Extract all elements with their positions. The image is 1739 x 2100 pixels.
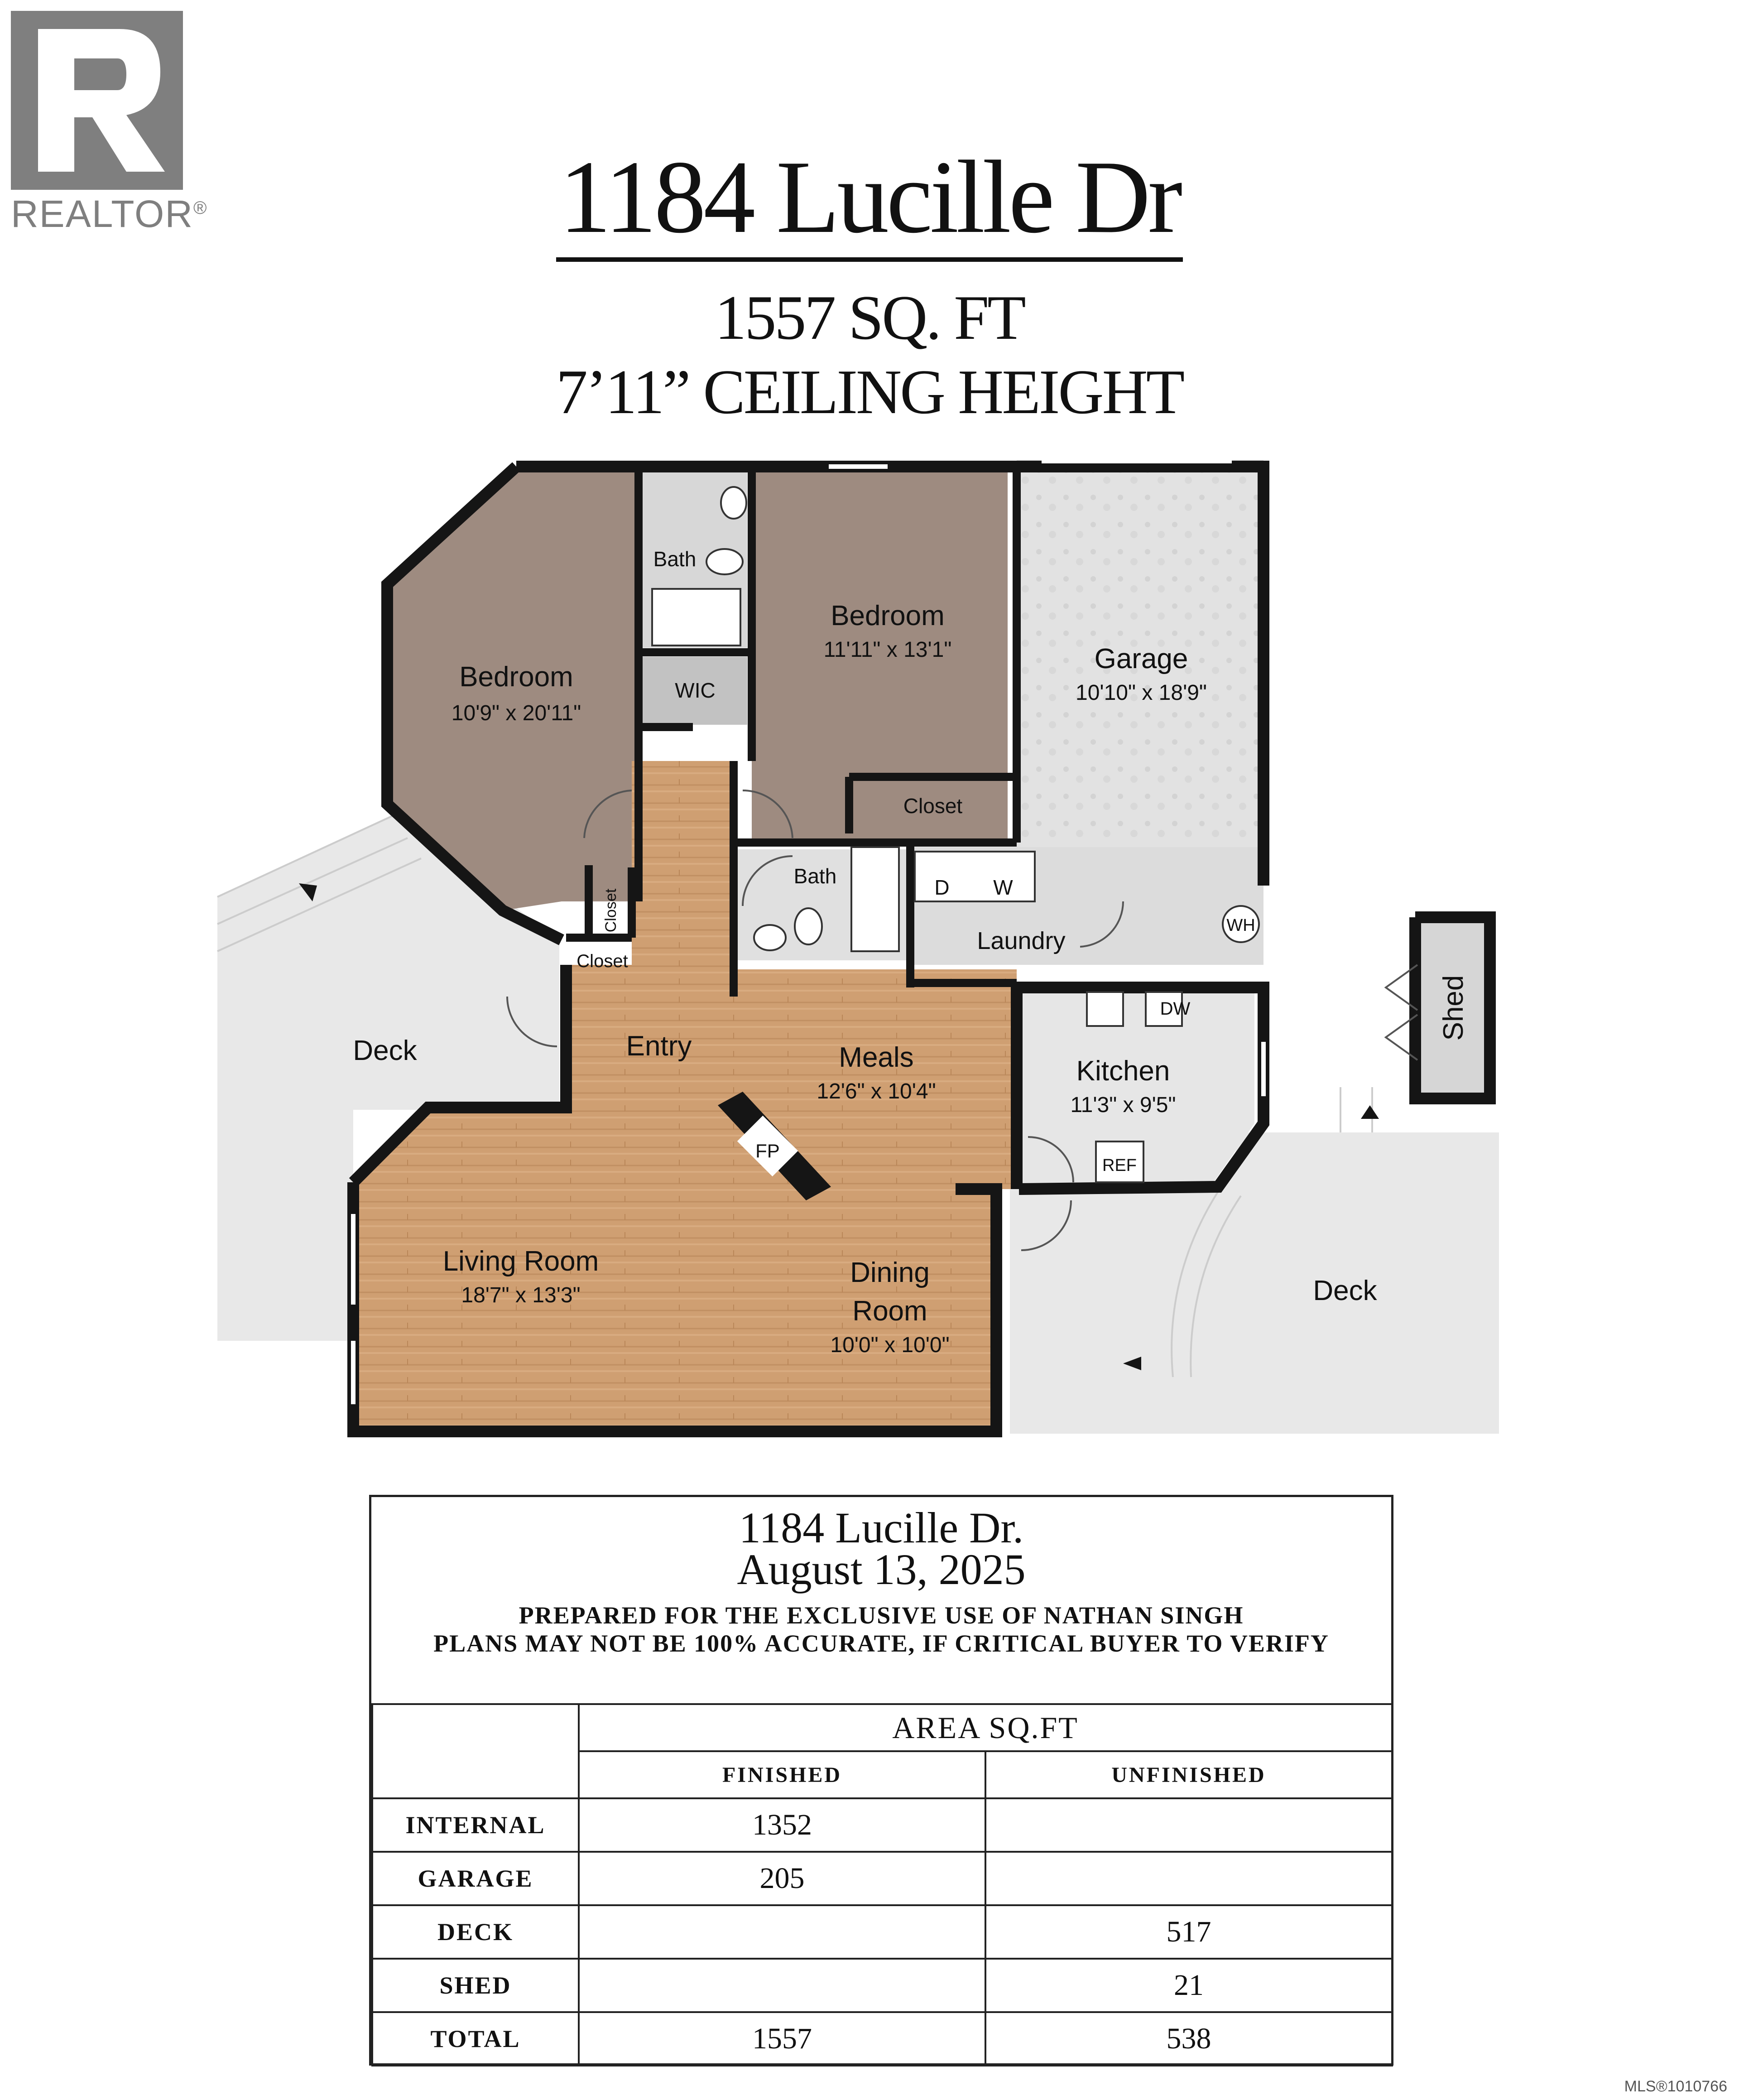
room-label: WIC [675,679,715,702]
room-label: W [993,876,1013,899]
unfinished-cell: 538 [984,2011,1393,2066]
toilet-lower [794,907,823,945]
room-label: Laundry [977,927,1065,954]
finished-cell: 1352 [578,1797,986,1853]
room-size: 10'10" x 18'9" [1076,681,1207,705]
row-label: TOTAL [371,2011,580,2066]
finished-cell [578,1958,986,2013]
room-label: Deck [1313,1275,1377,1306]
realtor-logo: REALTOR® [11,11,207,237]
plan-info-box: 1184 Lucille Dr. August 13, 2025 PREPARE… [369,1495,1393,2066]
room-size: 10'9" x 20'11" [452,701,581,725]
room-size: 18'7" x 13'3" [461,1283,580,1307]
room-size: 10'0" x 10'0" [830,1333,949,1357]
room-label: DW [1160,999,1191,1019]
room-label: Garage [1095,643,1188,674]
table-corner [371,1703,580,1799]
realtor-wordmark: REALTOR® [11,193,208,235]
info-date: August 13, 2025 [737,1545,1026,1594]
room-label: Bath [653,547,697,571]
unfinished-cell [984,1851,1393,1906]
bathtub-top [651,588,741,646]
area-header: AREA SQ.FT [577,1703,1393,1752]
kitchen-floor [1017,987,1254,1182]
room-label: Bath [794,864,837,888]
col-header-finished: FINISHED [578,1750,986,1799]
mls-number: MLS®1010766 [1624,2078,1727,2095]
bedroom-left-floor [387,467,639,910]
dishwasher [1145,991,1183,1027]
toilet-top [706,548,744,575]
room-label: Shed [1438,975,1469,1041]
room-label: Deck [353,1035,417,1066]
room-label: Entry [626,1031,692,1062]
table-row: GARAGE 205 [371,1851,1393,1906]
info-disclaimer: PLANS MAY NOT BE 100% ACCURATE, IF CRITI… [433,1630,1329,1657]
deck-west [217,813,559,1341]
refrigerator [1095,1141,1144,1183]
square-feet-subtitle: 1557 SQ. FT [715,283,1026,353]
room-label: REF [1102,1156,1137,1175]
room-label: Dining [850,1257,930,1288]
room-label: Closet [576,951,628,971]
water-heater [1222,905,1260,943]
room-label: D [934,876,949,899]
garage-floor [1017,460,1263,886]
wic-floor [639,657,747,725]
sink-lower [753,924,787,951]
washer-dryer [914,851,1036,902]
room-label: Meals [839,1042,913,1073]
row-label: DECK [371,1904,580,1960]
area-table: AREA SQ.FT FINISHED UNFINISHED INTERNAL … [371,1703,1393,2066]
room-label: WH [1226,916,1255,935]
bathtub-lower [850,846,900,952]
title-underline [556,257,1183,262]
unfinished-cell: 517 [984,1904,1393,1960]
unfinished-cell [984,1797,1393,1853]
sink-top [720,486,747,520]
info-prepared-for: PREPARED FOR THE EXCLUSIVE USE OF NATHAN… [519,1602,1244,1629]
room-size: 11'3" x 9'5" [1071,1093,1176,1117]
finished-cell: 1557 [578,2011,986,2066]
room-label: Room [852,1296,927,1327]
floor-plan: Bedroom 10'9" x 20'11" Bedroom 11'11" x … [217,459,1499,1437]
finished-cell: 205 [578,1851,986,1906]
col-header-unfinished: UNFINISHED [984,1750,1393,1799]
address-title: 1184 Lucille Dr [559,139,1183,255]
row-label: GARAGE [371,1851,580,1906]
room-size: 11'11" x 13'1" [824,638,952,662]
finished-cell [578,1904,986,1960]
shed-floor [1415,917,1490,1098]
info-address: 1184 Lucille Dr. [739,1503,1024,1552]
room-label: Bedroom [459,661,573,693]
unfinished-cell: 21 [984,1958,1393,2013]
ceiling-height-subtitle: 7’11” CEILING HEIGHT [556,357,1185,427]
room-label: Closet [903,794,963,818]
table-row: SHED 21 [371,1958,1393,2013]
table-row: TOTAL 1557 538 [371,2011,1393,2066]
room-label: Kitchen [1076,1055,1170,1087]
room-label: Closet [602,888,620,932]
table-row: DECK 517 [371,1904,1393,1960]
room-label: Bedroom [831,600,945,631]
row-label: INTERNAL [371,1797,580,1853]
deck-east [1010,1132,1499,1434]
row-label: SHED [371,1958,580,2013]
table-row: INTERNAL 1352 [371,1797,1393,1853]
main-wood-floor [353,761,1017,1431]
stove [1086,991,1124,1027]
realtor-r-icon [11,11,183,190]
room-label: Living Room [443,1246,599,1277]
room-label: FP [755,1140,780,1161]
room-size: 12'6" x 10'4" [817,1079,936,1103]
